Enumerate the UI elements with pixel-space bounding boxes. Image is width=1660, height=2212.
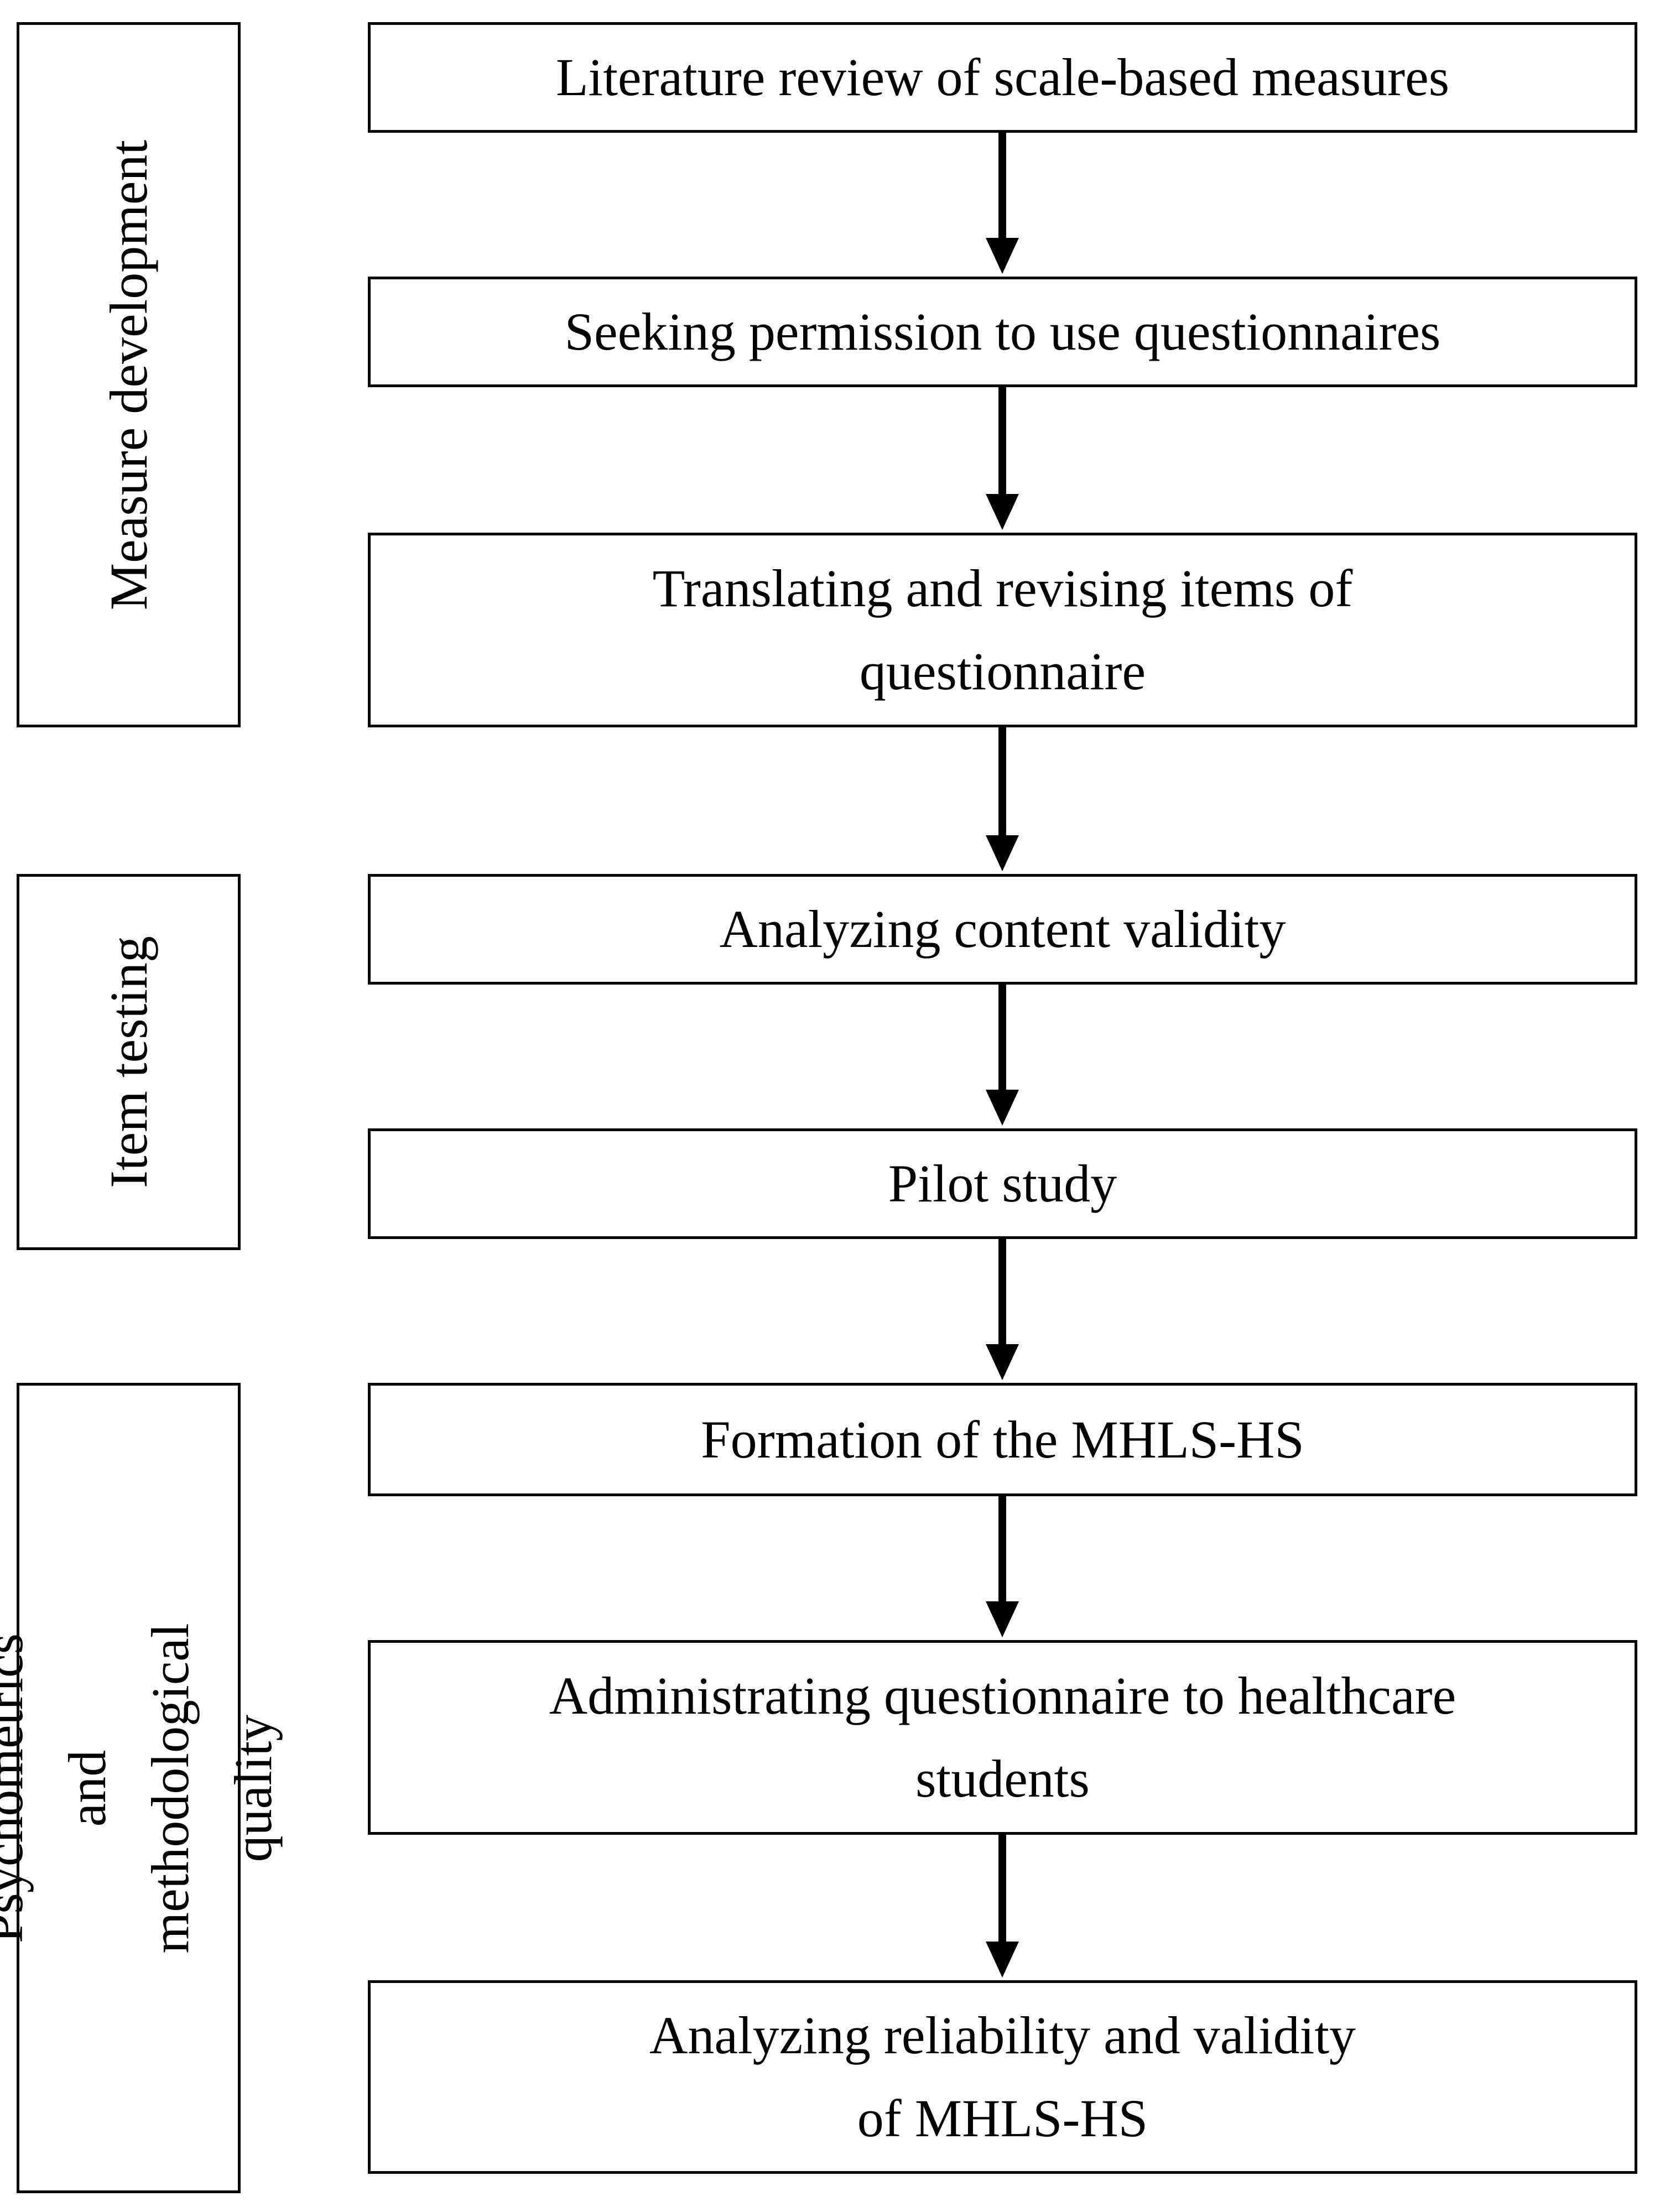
- step-text: Literature review of scale-based measure…: [555, 48, 1450, 107]
- arrow-3: [986, 727, 1019, 871]
- step-formation-mhls-hs: Formation of the MHLS-HS: [368, 1383, 1637, 1496]
- step-seeking-permission: Seeking permission to use questionnaires: [368, 277, 1637, 387]
- arrow-6: [986, 1496, 1019, 1637]
- phase-label: Measure development: [98, 139, 158, 610]
- step-text: Translating and revising items of questi…: [652, 559, 1353, 701]
- step-text: Analyzing reliability and validity of MH…: [649, 2006, 1356, 2148]
- phase-box-item-testing: Item testing: [17, 874, 241, 1250]
- arrow-1: [986, 133, 1019, 274]
- step-text: Analyzing content validity: [719, 899, 1286, 959]
- step-pilot-study: Pilot study: [368, 1128, 1637, 1239]
- step-text: Administrating questionnaire to healthca…: [549, 1666, 1456, 1808]
- step-literature-review: Literature review of scale-based measure…: [368, 22, 1637, 133]
- phase-label: Psychometrics and methodological quality: [0, 1622, 283, 1954]
- step-text: Seeking permission to use questionnaires: [564, 302, 1441, 361]
- arrow-2: [986, 387, 1019, 530]
- arrow-7: [986, 1835, 1019, 1977]
- step-content-validity: Analyzing content validity: [368, 874, 1637, 985]
- step-administrating-questionnaire: Administrating questionnaire to healthca…: [368, 1640, 1637, 1835]
- phase-box-measure-development: Measure development: [17, 22, 241, 727]
- phase-box-psychometrics: Psychometrics and methodological quality: [0, 1383, 283, 2193]
- step-translating-revising: Translating and revising items of questi…: [368, 533, 1637, 727]
- step-text: Formation of the MHLS-HS: [701, 1409, 1304, 1469]
- arrow-5: [986, 1239, 1019, 1380]
- step-analyzing-reliability: Analyzing reliability and validity of MH…: [368, 1980, 1637, 2174]
- phase-label: Item testing: [98, 936, 158, 1188]
- arrow-4: [986, 985, 1019, 1126]
- step-text: Pilot study: [888, 1154, 1117, 1213]
